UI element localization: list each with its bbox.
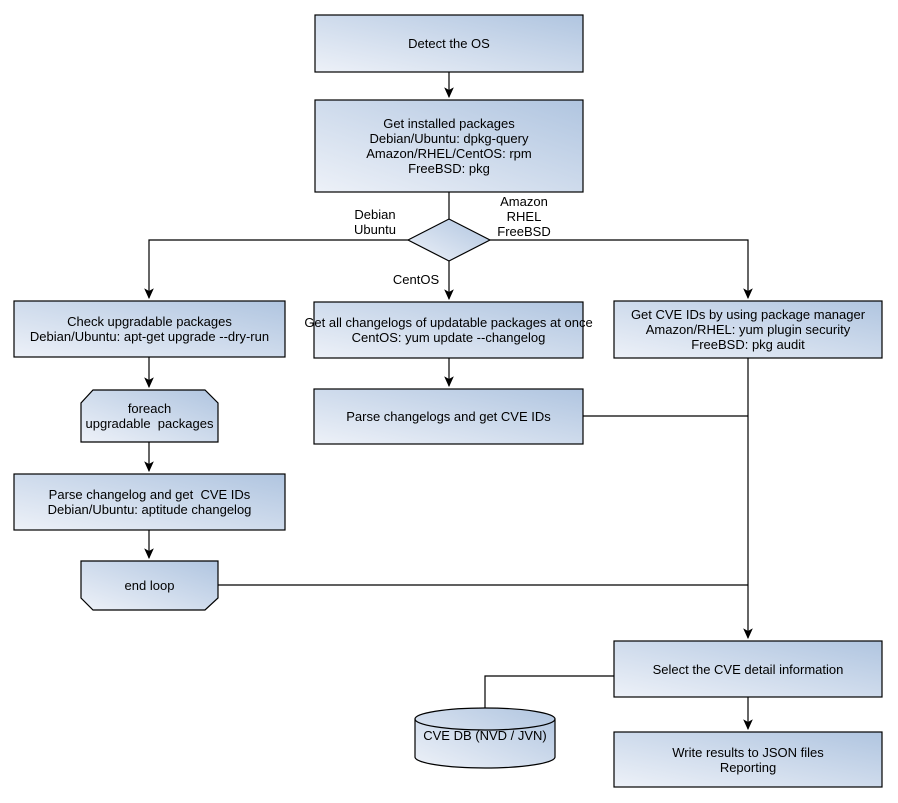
node-foreach-shape <box>80 389 219 443</box>
node-check-upgradable-shape <box>13 300 286 358</box>
node-get-cve-ids-shape <box>613 300 883 359</box>
connector-cvedb-to-select <box>484 675 614 708</box>
connector-group <box>144 72 753 731</box>
node-end-loop-shape <box>80 560 219 611</box>
node-parse-changelogs-mid-shape <box>313 388 584 445</box>
node-select-cve-shape <box>613 640 883 698</box>
cve-db-cylinder-rim <box>414 718 556 731</box>
connector-decision-to-get-cve-ids <box>490 239 753 300</box>
node-get-all-changelogs-shape <box>313 301 584 359</box>
cve-db-cylinder-body <box>414 707 556 769</box>
connector-decision-to-check-upgradable <box>144 239 408 300</box>
node-get-installed-shape <box>314 99 584 193</box>
node-detect-os-shape <box>314 14 584 73</box>
node-write-results-shape <box>613 731 883 788</box>
node-parse-changelog-left-shape <box>13 473 286 531</box>
decision-diamond-shape <box>406 218 492 262</box>
